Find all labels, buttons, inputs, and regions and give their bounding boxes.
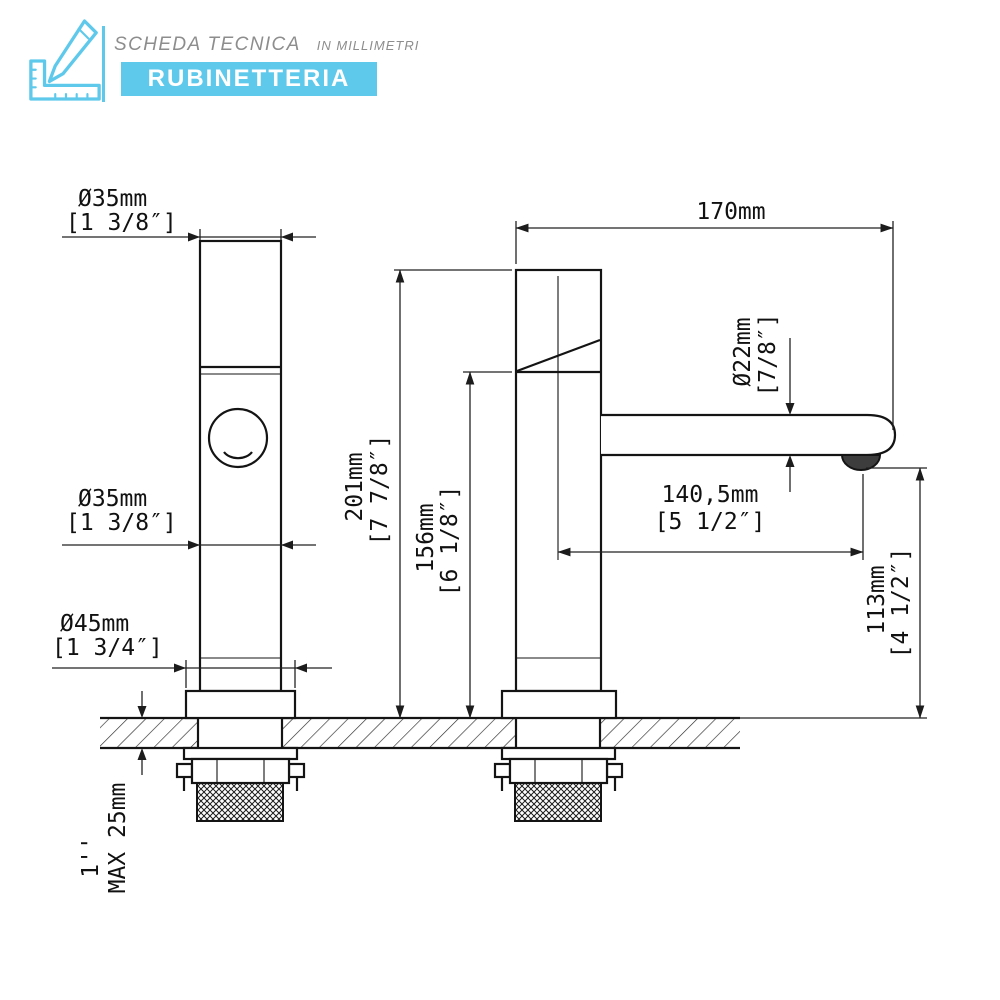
countertop-section (100, 715, 740, 751)
dim-base-diameter-mm: Ø45mm (60, 611, 129, 637)
dim-body-height-in: [6 1/8″] (437, 486, 463, 597)
faucet-front-view (184, 239, 297, 720)
dimension-labels: Ø35mm [1 3/8″] Ø35mm [1 3/8″] Ø45mm [1 3… (52, 186, 914, 893)
dim-body-diameter-in: [1 3/8″] (66, 510, 177, 536)
handle-knob (207, 407, 269, 469)
faucet-side-fittings (493, 746, 624, 822)
dim-spout-diameter-mm: Ø22mm (730, 317, 756, 386)
dim-top-diameter-in: [1 3/8″] (66, 210, 177, 236)
dim-spout-height-mm: 113mm (864, 565, 890, 634)
faucet-side-view (500, 268, 897, 720)
dim-body-height-mm: 156mm (413, 503, 439, 572)
dim-overall-height-in: [7 7/8″] (367, 435, 393, 546)
dim-spout-diameter-in: [7/8″] (755, 313, 781, 396)
header-divider (102, 26, 105, 102)
sheet-title: SCHEDA TECNICA (114, 34, 301, 55)
header-title-row: SCHEDA TECNICA IN MILLIMETRI (114, 34, 419, 56)
brand-badge: RUBINETTERIA (121, 62, 377, 96)
sheet-units-note: IN MILLIMETRI (316, 38, 420, 53)
dim-base-diameter-in: [1 3/4″] (52, 635, 163, 661)
faucet-front-fittings (175, 746, 306, 822)
dim-thread-size: 1'' (78, 836, 104, 878)
dim-body-diameter-mm: Ø35mm (78, 486, 147, 512)
handle-grip (223, 451, 253, 460)
dim-overall-height-mm: 201mm (342, 452, 368, 521)
aerator (840, 454, 882, 471)
threaded-shank (196, 782, 284, 822)
front-base-flange (184, 689, 297, 720)
dim-spout-reach-in: [5 1/2″] (655, 509, 766, 535)
dim-max-counter-thickness: MAX 25mm (105, 783, 131, 894)
dim-top-diameter-mm: Ø35mm (78, 186, 147, 212)
dim-spout-reach-mm: 140,5mm (662, 482, 759, 508)
threaded-shank (514, 782, 602, 822)
side-base-flange (500, 689, 618, 720)
dim-spout-height-in: [4 1/2″] (888, 548, 914, 659)
dimension-lines (52, 221, 927, 775)
dim-overall-width-mm: 170mm (696, 199, 765, 225)
lever-handle-joint (516, 338, 601, 373)
drafting-tools-icon (29, 19, 101, 101)
